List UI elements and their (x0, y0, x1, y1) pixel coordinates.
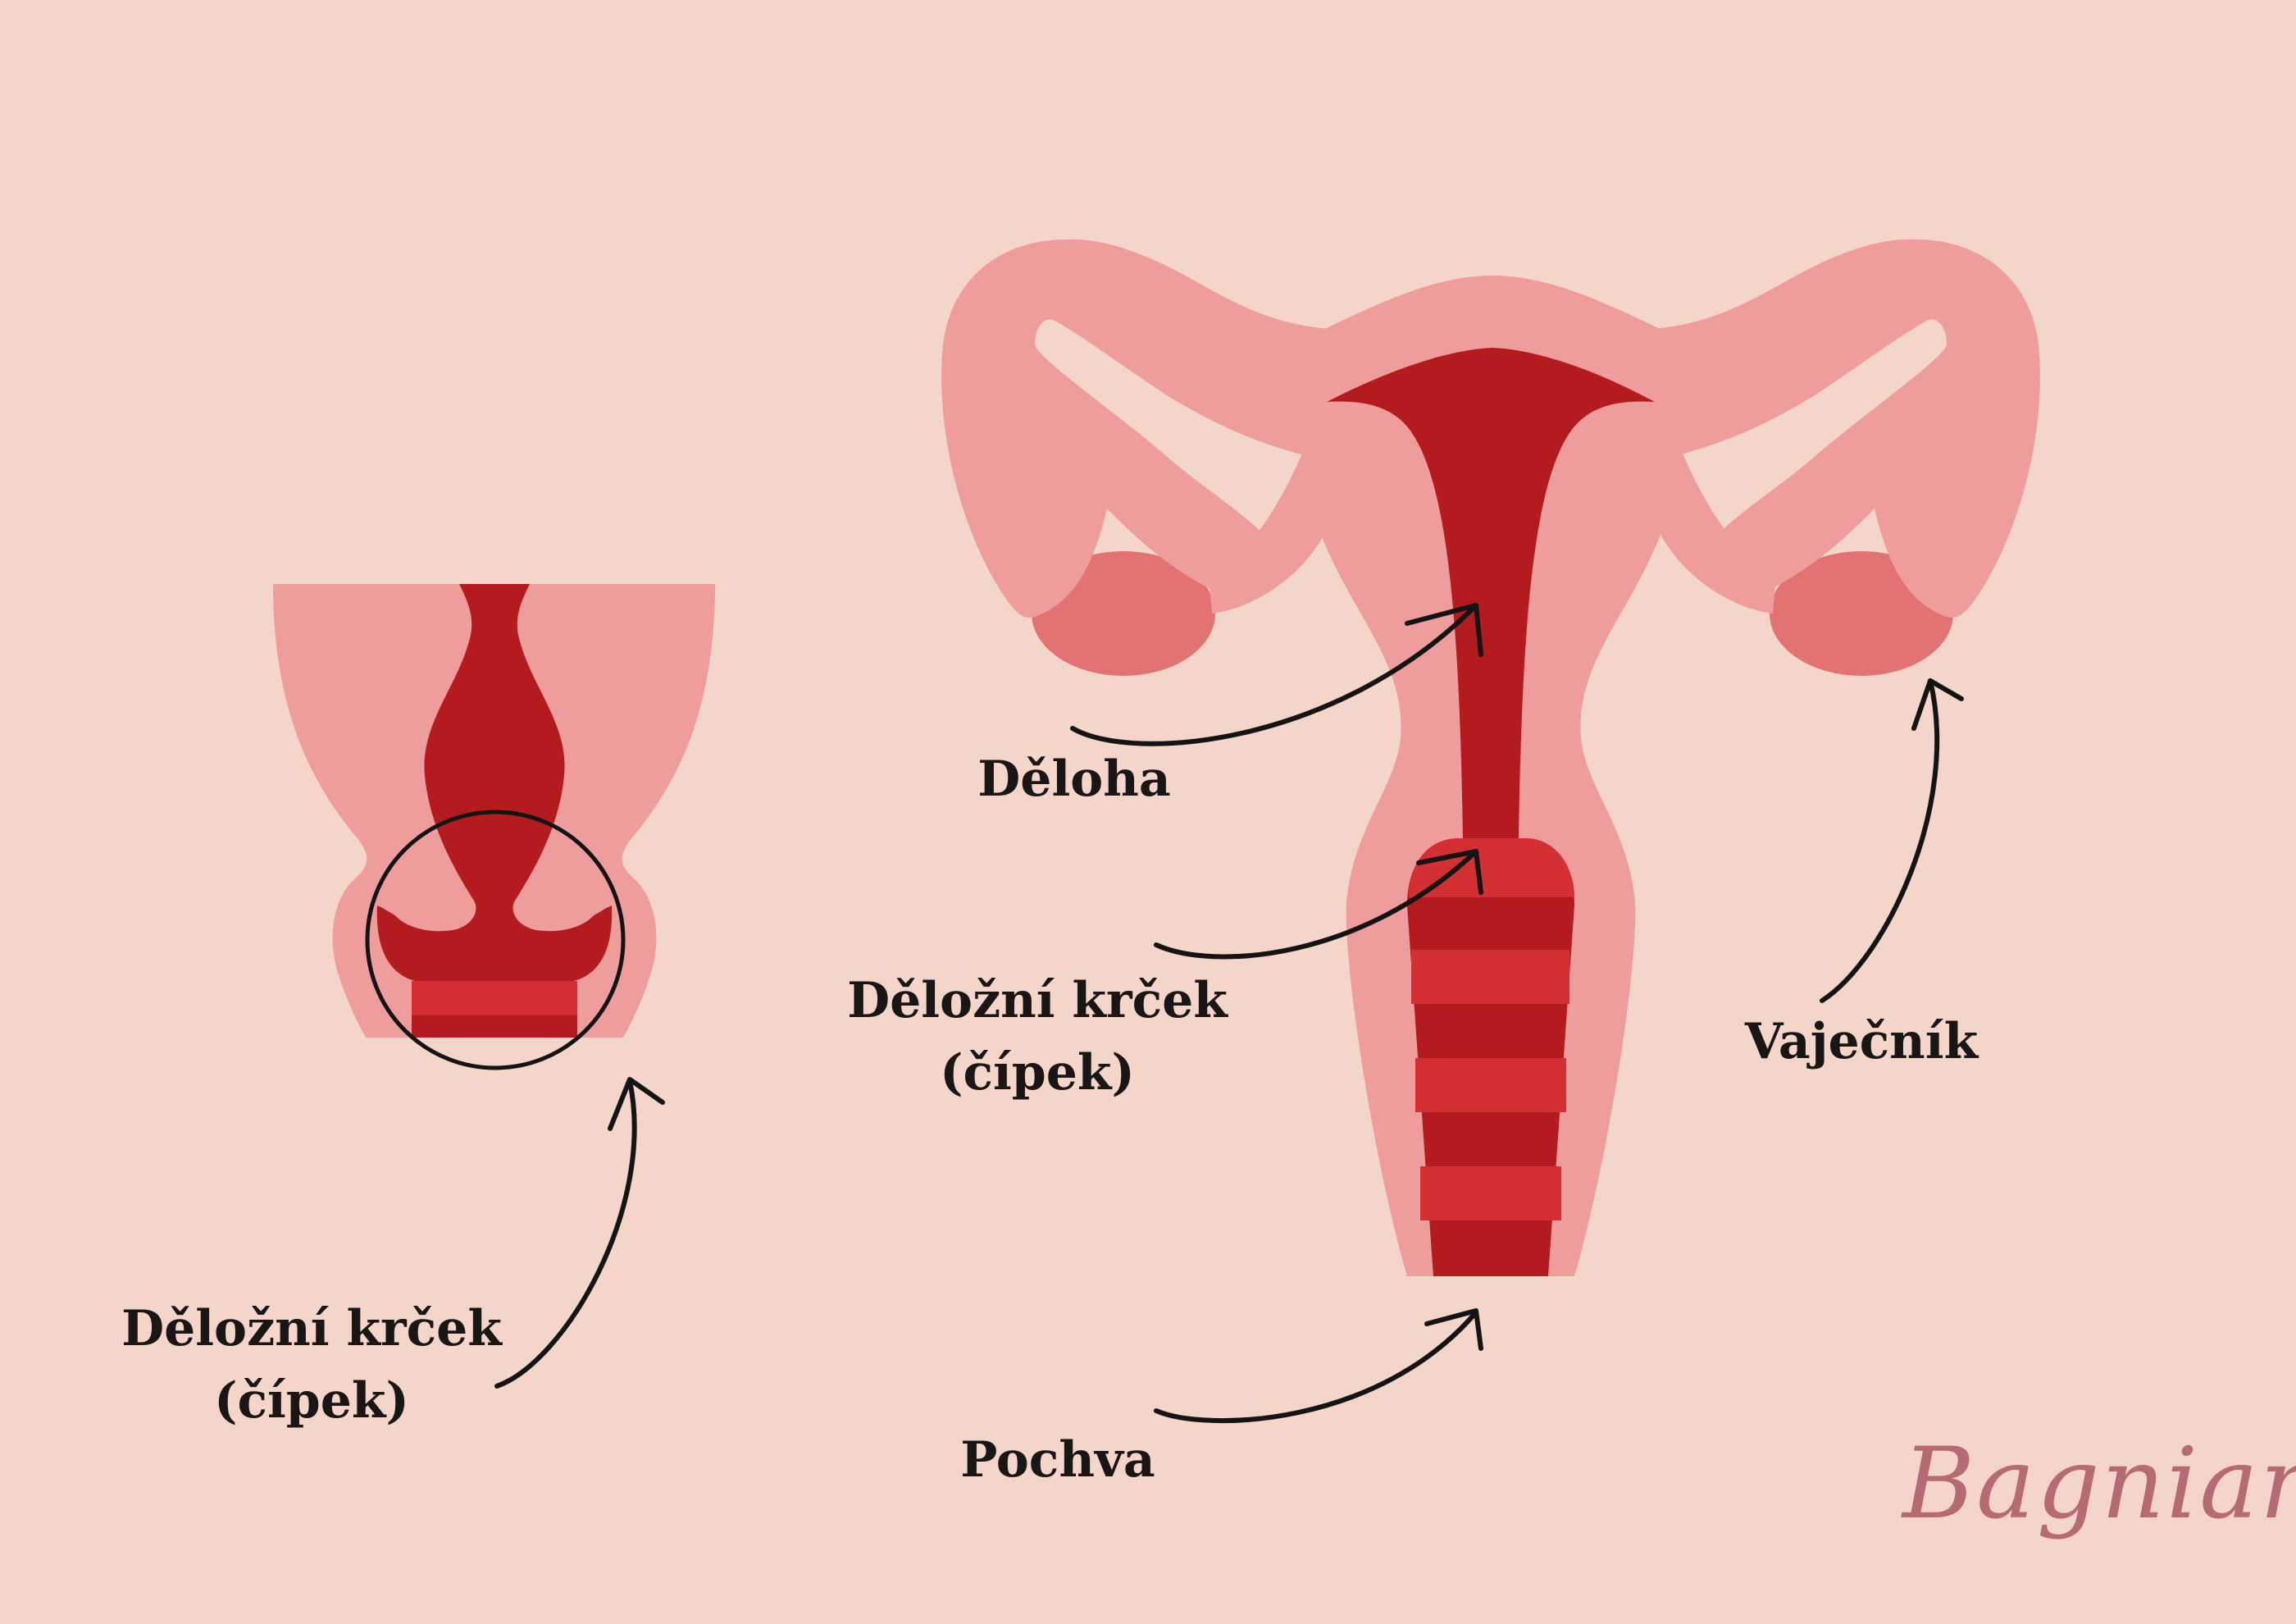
cervix-label-line2: (čípek) (940, 1044, 1135, 1102)
arrow-icon (1820, 678, 1964, 1003)
vaginal-stripe-1 (1409, 838, 1574, 897)
detail-canal-notch-left (379, 901, 473, 931)
detail-cervical-canal (376, 584, 613, 981)
detail-stripe-1 (412, 981, 577, 1015)
brand-signature-text: Bagniari (1902, 1427, 2296, 1541)
vaginal-stripe-2 (1411, 950, 1569, 1004)
cervix-label: Děložní krček (čípek) (828, 965, 1246, 1109)
arrow-icon (494, 1077, 665, 1389)
vaginal-stripe-4 (1420, 1166, 1561, 1220)
vaginal-stripe-3 (1415, 1058, 1566, 1112)
detail-cervix-label: Děložní krček (čípek) (107, 1293, 517, 1437)
detail-cervix-label-line2: (čípek) (214, 1372, 409, 1430)
vagina-label-text: Pochva (960, 1431, 1155, 1489)
ovary-label: Vaječník (1714, 1006, 2009, 1078)
detail-stripe-2 (412, 1015, 577, 1038)
uterus-label-text: Děloha (977, 750, 1171, 808)
cervix-detail (273, 584, 715, 1070)
cervix-label-line1: Děložní krček (847, 972, 1228, 1029)
detail-cervix-label-line1: Děložní krček (121, 1300, 502, 1357)
detail-canal-notch-right (516, 901, 610, 931)
highlight-circle-icon (365, 810, 626, 1070)
arrow-icon (1154, 1308, 1483, 1424)
tube-arm-right (1656, 449, 1776, 614)
fallopian-tube-left (941, 239, 1361, 618)
vagina-label: Pochva (927, 1424, 1189, 1496)
arrows (494, 603, 1964, 1424)
tube-arm-left (1209, 449, 1328, 614)
uterus-label: Děloha (935, 743, 1214, 815)
arrow-icon (1154, 849, 1483, 960)
reproductive-system (941, 239, 2040, 1276)
brand-signature: Bagniari (1902, 1427, 2296, 1541)
uterine-cavity (1327, 348, 1655, 840)
fallopian-tube-right (1620, 239, 2040, 618)
arrow-icon (1070, 603, 1483, 746)
ovary-label-text: Vaječník (1744, 1013, 1979, 1070)
